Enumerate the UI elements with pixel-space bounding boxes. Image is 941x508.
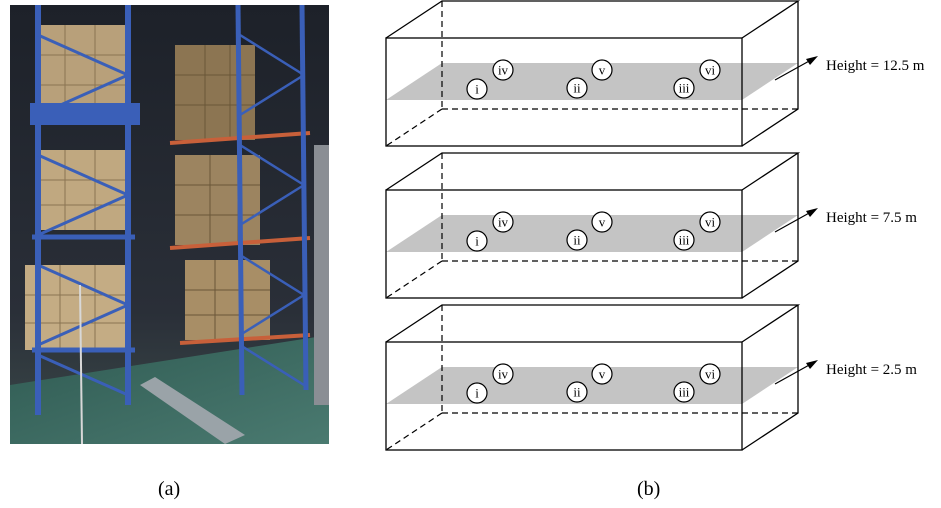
point-label: iii bbox=[679, 385, 690, 400]
point-i: i bbox=[466, 382, 488, 404]
right-rack-frame bbox=[235, 5, 309, 396]
point-label: iv bbox=[498, 215, 509, 230]
point-ii: ii bbox=[566, 229, 588, 251]
point-label: iii bbox=[679, 81, 690, 96]
point-label: i bbox=[475, 386, 479, 401]
point-label: v bbox=[599, 367, 606, 382]
point-marker bbox=[591, 211, 613, 233]
point-marker bbox=[492, 59, 514, 81]
measurement-plane bbox=[386, 63, 798, 100]
right-face-edge bbox=[741, 1, 799, 147]
point-ii: ii bbox=[566, 381, 588, 403]
height-label: Height = 12.5 m bbox=[826, 58, 925, 74]
point-vi: vi bbox=[699, 59, 721, 81]
top-face-edge bbox=[385, 304, 801, 343]
point-marker bbox=[673, 229, 695, 251]
point-label: iv bbox=[498, 63, 509, 78]
front-face bbox=[385, 189, 743, 299]
measurement-plane bbox=[386, 367, 798, 404]
point-iv: iv bbox=[492, 211, 514, 233]
hidden-edge bbox=[385, 108, 443, 147]
point-label: vi bbox=[705, 367, 716, 382]
point-label: iv bbox=[498, 367, 509, 382]
point-label: i bbox=[475, 82, 479, 97]
point-marker bbox=[591, 59, 613, 81]
front-face bbox=[385, 341, 743, 451]
point-marker bbox=[673, 381, 695, 403]
point-label: ii bbox=[573, 385, 581, 400]
point-label: v bbox=[599, 215, 606, 230]
measurement-plane bbox=[386, 215, 798, 252]
left-rack-frame bbox=[30, 5, 140, 415]
point-vi: vi bbox=[699, 211, 721, 233]
hidden-edge bbox=[385, 260, 443, 299]
point-marker bbox=[466, 382, 488, 404]
arrow-head bbox=[806, 208, 818, 217]
point-iv: iv bbox=[492, 363, 514, 385]
front-face bbox=[385, 37, 743, 147]
point-label: ii bbox=[573, 81, 581, 96]
point-label: vi bbox=[705, 63, 716, 78]
point-marker bbox=[566, 229, 588, 251]
arrow-head bbox=[806, 56, 818, 65]
point-marker bbox=[699, 363, 721, 385]
point-marker bbox=[566, 77, 588, 99]
point-marker bbox=[699, 59, 721, 81]
height-arrow bbox=[774, 363, 812, 385]
point-iii: iii bbox=[673, 229, 695, 251]
height-arrow bbox=[774, 59, 812, 81]
point-marker bbox=[466, 78, 488, 100]
point-label: v bbox=[599, 63, 606, 78]
panel-b-caption: (b) bbox=[637, 478, 661, 500]
arrow-head bbox=[806, 360, 818, 369]
right-face-edge bbox=[741, 153, 799, 299]
point-ii: ii bbox=[566, 77, 588, 99]
point-label: vi bbox=[705, 215, 716, 230]
point-i: i bbox=[466, 78, 488, 100]
point-iii: iii bbox=[673, 77, 695, 99]
point-marker bbox=[699, 211, 721, 233]
point-i: i bbox=[466, 230, 488, 252]
point-vi: vi bbox=[699, 363, 721, 385]
warehouse-photo bbox=[10, 5, 329, 444]
height-label: Height = 7.5 m bbox=[826, 210, 917, 226]
point-v: v bbox=[591, 59, 613, 81]
point-marker bbox=[466, 230, 488, 252]
top-face-edge bbox=[385, 0, 801, 39]
top-face-edge bbox=[385, 152, 801, 191]
point-label: i bbox=[475, 234, 479, 249]
point-v: v bbox=[591, 363, 613, 385]
point-marker bbox=[492, 211, 514, 233]
right-face-edge bbox=[741, 305, 799, 451]
panel-a-caption: (a) bbox=[158, 478, 181, 500]
point-marker bbox=[673, 77, 695, 99]
point-iii: iii bbox=[673, 381, 695, 403]
point-v: v bbox=[591, 211, 613, 233]
point-marker bbox=[591, 363, 613, 385]
height-arrow bbox=[774, 211, 812, 233]
point-iv: iv bbox=[492, 59, 514, 81]
point-label: ii bbox=[573, 233, 581, 248]
hidden-edge bbox=[385, 412, 443, 451]
point-label: iii bbox=[679, 233, 690, 248]
point-marker bbox=[492, 363, 514, 385]
point-marker bbox=[566, 381, 588, 403]
height-label: Height = 2.5 m bbox=[826, 362, 917, 378]
